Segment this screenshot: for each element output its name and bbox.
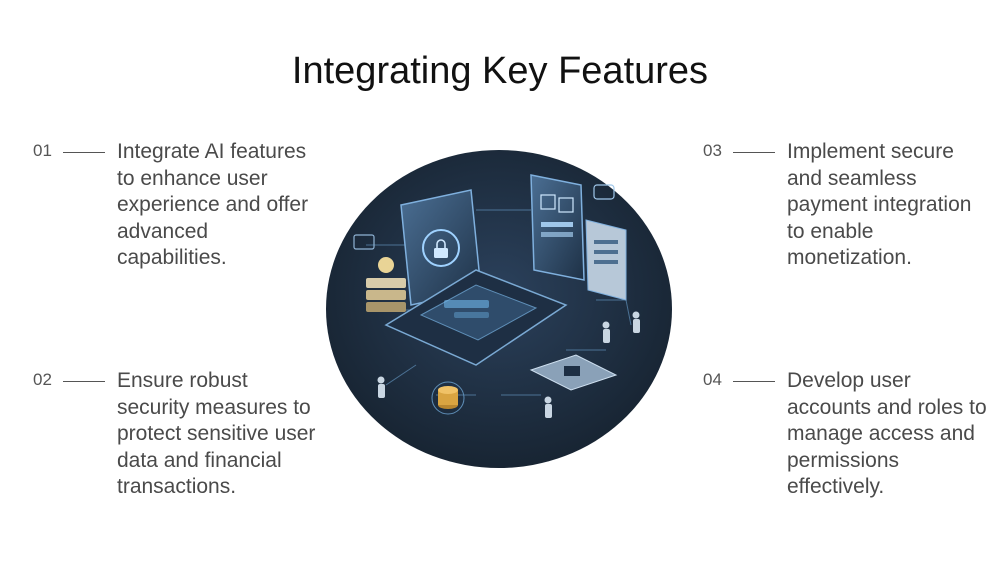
id-card-icon xyxy=(353,234,375,250)
feature-text: Integrate AI features to enhance user ex… xyxy=(117,140,309,269)
feature-number: 01 xyxy=(33,141,52,160)
page-title: Integrating Key Features xyxy=(291,50,709,92)
feature-text: Implement secure and seamless payment in… xyxy=(787,140,972,269)
connector-line xyxy=(63,152,105,153)
person-icon xyxy=(377,311,640,418)
chip-board xyxy=(529,354,618,391)
tech-illustration xyxy=(326,150,672,468)
feature-number: 03 xyxy=(703,141,722,160)
feature-number: 04 xyxy=(703,370,722,389)
connector-line xyxy=(733,152,775,153)
server-stack-icon xyxy=(366,257,406,312)
phone-platform xyxy=(384,269,568,366)
feature-number: 02 xyxy=(33,370,52,389)
feature-text: Develop user accounts and roles to manag… xyxy=(787,369,987,498)
chat-bubble-icon xyxy=(593,184,615,200)
coin-stack-icon xyxy=(431,381,465,415)
dashboard-panel xyxy=(530,174,627,301)
connector-line xyxy=(733,381,775,382)
feature-text: Ensure robust security measures to prote… xyxy=(117,369,316,498)
connector-line xyxy=(63,381,105,382)
